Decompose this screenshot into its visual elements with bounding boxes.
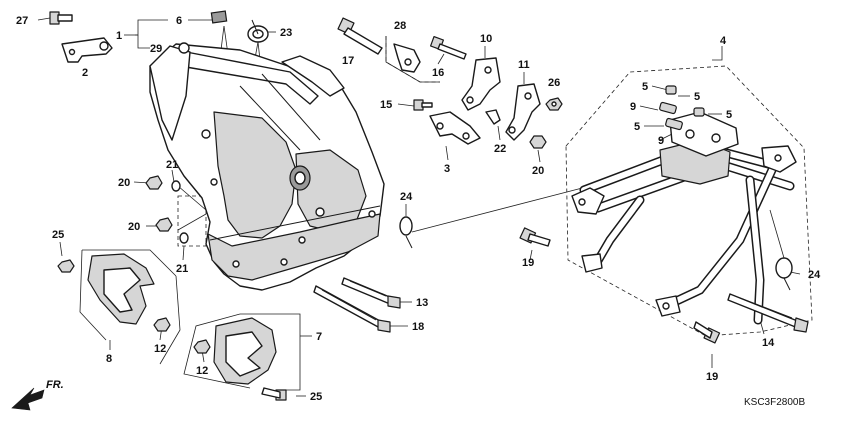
clip-23 [247, 19, 269, 43]
callout-15: 15 [380, 99, 392, 111]
bracket-11 [505, 83, 541, 141]
callout-27: 27 [16, 15, 28, 27]
bolt-15 [413, 99, 433, 111]
bracket-10 [461, 57, 501, 111]
bolt-25-lower [261, 387, 287, 401]
strap-24-right [769, 209, 793, 291]
bolt-17 [337, 17, 383, 55]
callout-9-a: 9 [630, 101, 636, 113]
main-frame [149, 10, 385, 291]
nut-20-right [529, 135, 547, 149]
callout-23: 23 [280, 27, 292, 39]
callout-13: 13 [416, 297, 428, 309]
callout-8: 8 [106, 353, 112, 365]
guard-7 [193, 317, 277, 385]
bolt-14 [727, 293, 809, 333]
strap-24-left [399, 216, 413, 249]
bolt-19-upper [519, 227, 551, 247]
callout-24-right: 24 [808, 269, 821, 281]
callout-numbers: 27 1 6 29 2 23 28 17 16 10 11 26 4 15 3 … [16, 15, 821, 403]
callout-12-lower: 12 [196, 365, 208, 377]
callout-29: 29 [150, 43, 162, 55]
callout-18: 18 [412, 321, 424, 333]
callout-11: 11 [518, 59, 530, 71]
callout-9-b: 9 [658, 135, 664, 147]
bolt-13 [341, 277, 401, 309]
dashed-groups [177, 36, 813, 337]
callout-5-b: 5 [694, 91, 700, 103]
callout-5-a: 5 [642, 81, 648, 93]
callout-24-left: 24 [400, 191, 413, 203]
callout-17: 17 [342, 55, 354, 67]
hook-28 [393, 43, 421, 73]
callout-5-c: 5 [726, 109, 732, 121]
callout-14: 14 [762, 337, 775, 349]
direction-label: FR. [46, 379, 64, 391]
callout-5-d: 5 [634, 121, 640, 133]
callout-21-upper: 21 [166, 159, 178, 171]
callout-20-lower-left: 20 [128, 221, 140, 233]
callout-20-right: 20 [532, 165, 544, 177]
guard-8 [57, 253, 171, 332]
bolt-16 [429, 35, 467, 60]
callout-12-left: 12 [154, 343, 166, 355]
callout-22: 22 [494, 143, 506, 155]
callout-1: 1 [116, 30, 122, 42]
callout-26: 26 [548, 77, 560, 89]
bolt-18 [313, 285, 391, 333]
callout-10: 10 [480, 33, 492, 45]
bolt-19-lower [693, 321, 721, 344]
callout-19-upper: 19 [522, 257, 534, 269]
callout-25-lower: 25 [310, 391, 322, 403]
front-direction-arrow-icon [11, 387, 45, 411]
clip-22 [485, 109, 501, 125]
callout-6: 6 [176, 15, 182, 27]
callout-7: 7 [316, 331, 322, 343]
nut-26 [545, 97, 563, 111]
bracket-part-2 [61, 37, 113, 63]
bolt-27 [49, 11, 73, 25]
callout-25-upper: 25 [52, 229, 64, 241]
callout-28: 28 [394, 20, 406, 32]
callout-3: 3 [444, 163, 450, 175]
diagram-code: KSC3F2800B [744, 397, 805, 408]
rear-subframe [571, 85, 797, 325]
callout-4: 4 [720, 35, 727, 47]
callout-20-upper-left: 20 [118, 177, 130, 189]
callout-16: 16 [432, 67, 444, 79]
bracket-3 [429, 111, 481, 145]
nuts-washers-left [145, 175, 189, 244]
callout-19-lower: 19 [706, 371, 718, 383]
callout-2: 2 [82, 67, 88, 79]
callout-21-lower: 21 [176, 263, 188, 275]
